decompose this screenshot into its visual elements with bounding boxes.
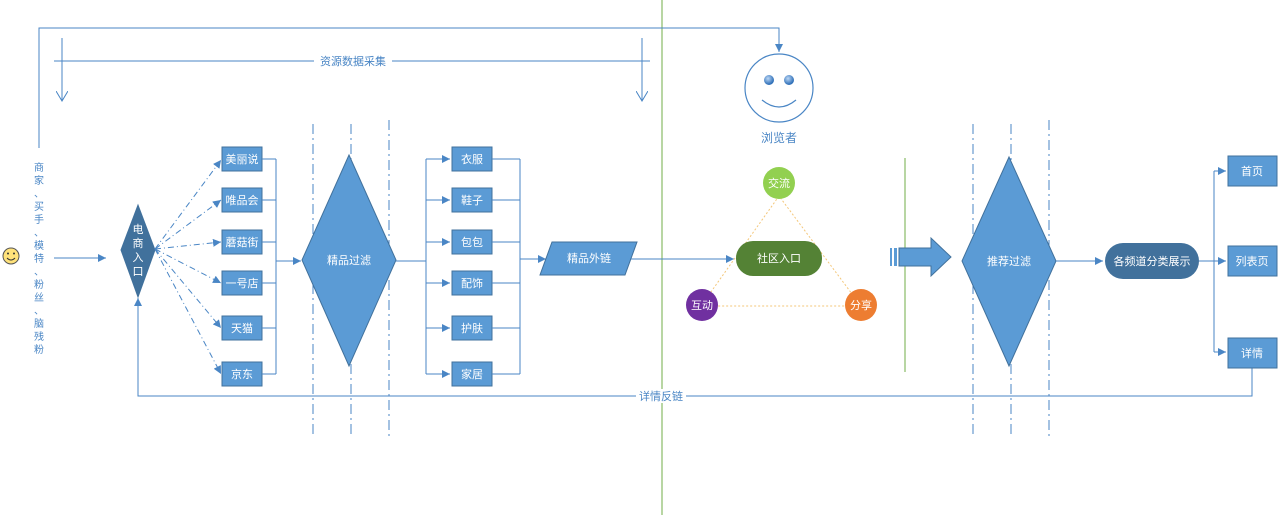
resource-collection-bracket: 资源数据采集 <box>54 38 650 100</box>
source-label: 天猫 <box>231 322 253 335</box>
user-smiley-icon <box>2 247 20 265</box>
quality-outlink-node: 精品外链 <box>539 241 638 276</box>
filter-to-categories-connector <box>396 155 450 378</box>
user-type-char: 、 <box>34 267 44 278</box>
user-type-char: 手 <box>34 213 44 226</box>
user-type-char: 脑 <box>34 317 44 330</box>
category-box: 家居 <box>451 361 493 387</box>
source-box: 天猫 <box>221 315 263 341</box>
user-type-char: 粉 <box>34 278 44 291</box>
top-loop-connector <box>38 27 783 148</box>
entry-char: 电 <box>133 223 144 236</box>
source-label: 一号店 <box>226 276 259 290</box>
page-label: 详情 <box>1241 346 1263 360</box>
viewer-smiley-icon <box>744 53 814 123</box>
entry-to-sources-links <box>154 159 222 375</box>
block-arrow-icon <box>890 236 952 278</box>
user-type-char: 模 <box>34 240 44 252</box>
page-label: 列表页 <box>1236 254 1269 268</box>
channel-display-node: 各频道分类展示 <box>1105 243 1199 279</box>
user-type-char: 买 <box>34 201 44 213</box>
page-box: 首页 <box>1227 155 1278 187</box>
category-box: 衣服 <box>451 146 493 172</box>
entry-char: 入 <box>133 251 144 264</box>
page-box: 详情 <box>1227 337 1278 369</box>
outlink-label: 精品外链 <box>567 251 611 265</box>
recommend-filter-label: 推荐过滤 <box>987 254 1031 268</box>
user-type-char: 特 <box>34 253 44 265</box>
page-label: 首页 <box>1241 164 1263 178</box>
category-label: 配饰 <box>461 276 483 290</box>
user-type-char: 商 <box>34 161 44 174</box>
quality-filter-node: 精品过滤 <box>301 153 397 368</box>
page-box: 列表页 <box>1227 245 1278 277</box>
source-box: 蘑菇街 <box>221 229 263 255</box>
entry-char: 口 <box>133 265 144 278</box>
user-type-char: 粉 <box>34 343 44 356</box>
source-label: 唯品会 <box>226 194 259 207</box>
category-label: 护肤 <box>461 321 483 335</box>
resource-collection-label: 资源数据采集 <box>320 54 386 68</box>
source-label: 美丽说 <box>226 152 259 166</box>
share-label: 分享 <box>850 298 872 312</box>
category-label: 包包 <box>461 236 483 249</box>
ecommerce-entry-node: 电 商 入 口 <box>120 203 156 299</box>
share-node: 分享 <box>845 289 877 321</box>
source-label: 蘑菇街 <box>226 235 259 249</box>
user-type-char: 、 <box>34 306 44 317</box>
source-box: 一号店 <box>221 270 263 296</box>
entry-char: 商 <box>133 236 144 250</box>
source-box: 唯品会 <box>221 187 263 213</box>
viewer-label: 浏览者 <box>761 130 797 145</box>
community-entry-node: 社区入口 <box>736 241 822 276</box>
source-box: 京东 <box>221 361 263 387</box>
feedback-label: 详情反链 <box>639 389 683 403</box>
quality-filter-label: 精品过滤 <box>327 254 371 267</box>
feedback-loop-connector <box>134 298 1253 397</box>
category-label: 家居 <box>461 367 483 381</box>
interact-node: 互动 <box>686 289 718 321</box>
category-box: 包包 <box>451 229 493 255</box>
user-types-label: 商 家 、 买 手 、 模 特 、 粉 丝 、 脑 残 粉 <box>34 161 44 356</box>
category-label: 衣服 <box>461 152 483 166</box>
user-type-char: 丝 <box>34 292 44 304</box>
category-box: 配饰 <box>451 270 493 296</box>
user-type-char: 残 <box>34 330 44 343</box>
category-box: 鞋子 <box>451 187 493 213</box>
user-type-char: 家 <box>34 174 44 187</box>
category-box: 护肤 <box>451 315 493 341</box>
sources-to-filter-connector <box>262 158 301 375</box>
source-label: 京东 <box>231 367 253 381</box>
channel-to-pages-connector <box>1199 167 1226 356</box>
recommend-filter-node: 推荐过滤 <box>961 155 1057 368</box>
community-center-label: 社区入口 <box>757 251 801 265</box>
exchange-label: 交流 <box>768 176 790 190</box>
user-type-char: 、 <box>34 228 44 239</box>
source-box: 美丽说 <box>221 146 263 172</box>
category-label: 鞋子 <box>461 193 483 207</box>
user-type-char: 、 <box>34 189 44 200</box>
interact-label: 互动 <box>691 299 713 312</box>
categories-to-outlink-connector <box>492 158 546 375</box>
exchange-node: 交流 <box>763 167 795 199</box>
channel-label: 各频道分类展示 <box>1114 254 1191 268</box>
